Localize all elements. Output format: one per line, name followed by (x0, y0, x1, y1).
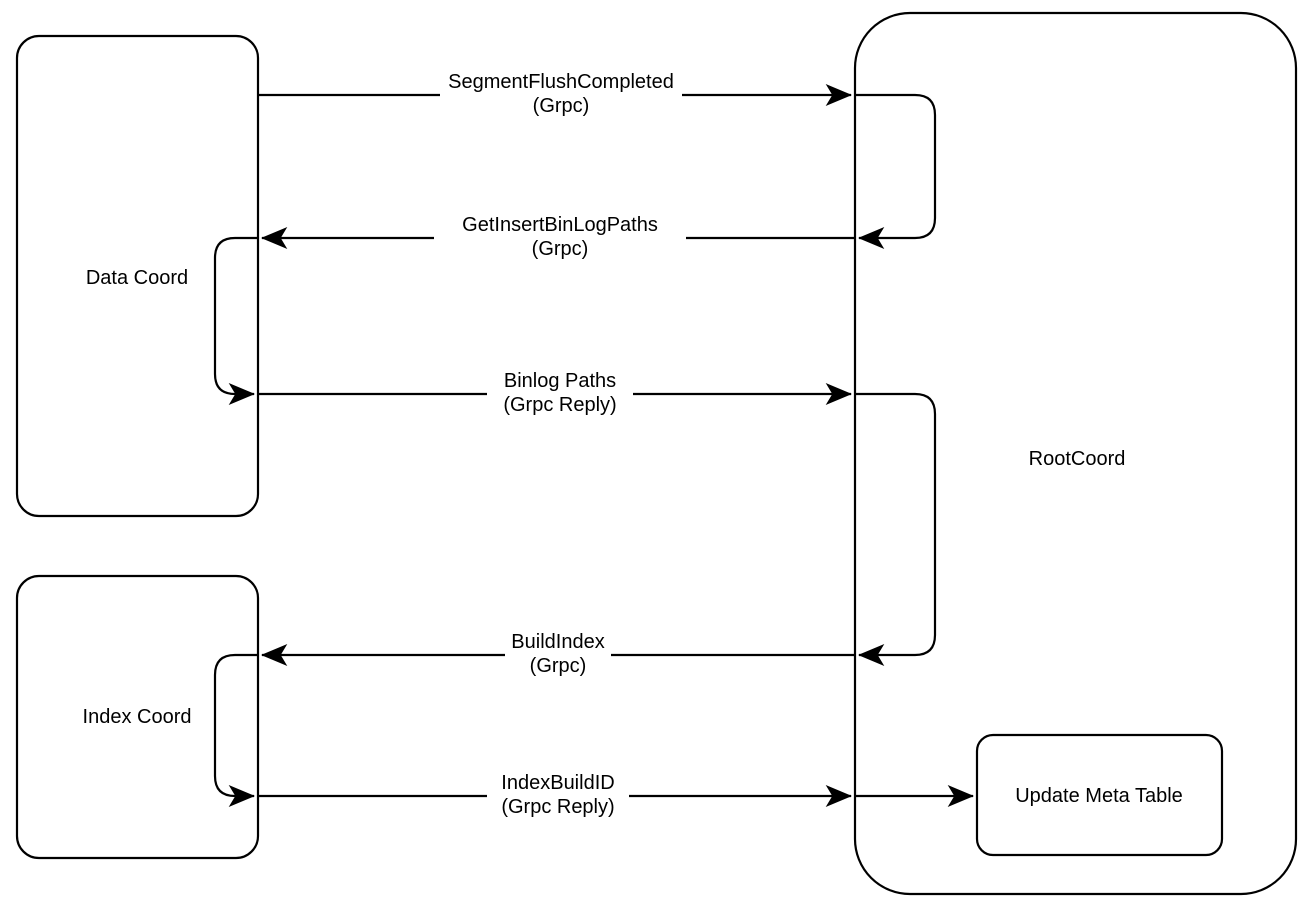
edge-label-line1: SegmentFlushCompleted (448, 71, 674, 93)
node-label-update-meta-table: Update Meta Table (1015, 784, 1183, 807)
node-label-data-coord: Data Coord (85, 266, 189, 289)
node-index-coord-shape[interactable] (15, 574, 260, 860)
edge-label-index-build-id: IndexBuildID (Grpc Reply) (499, 771, 617, 820)
data-coord-internal-loop[interactable] (213, 236, 258, 405)
index-coord-internal-loop[interactable] (213, 653, 258, 807)
edge-label-line2: (Grpc) (531, 238, 589, 261)
root-coord-internal-loop-bottom[interactable] (855, 392, 937, 666)
edge-label-line1: IndexBuildID (501, 772, 615, 794)
edge-label-line2: (Grpc Reply) (503, 394, 617, 417)
edge-label-line1: BuildIndex (511, 631, 605, 653)
edge-label-line2: (Grpc) (532, 95, 590, 118)
node-data-coord-shape[interactable] (15, 34, 260, 518)
edge-label-segment-flush-completed: SegmentFlushCompleted (Grpc) (446, 70, 676, 119)
edge-label-build-index: BuildIndex (Grpc) (509, 630, 607, 679)
edge-label-line2: (Grpc Reply) (501, 796, 615, 819)
edge-label-line2: (Grpc) (529, 655, 587, 678)
edge-label-line1: Binlog Paths (503, 370, 617, 392)
edge-label-get-insert-binlog-paths: GetInsertBinLogPaths (Grpc) (460, 213, 660, 262)
node-label-index-coord: Index Coord (82, 705, 192, 728)
edge-label-line1: GetInsertBinLogPaths (462, 214, 658, 236)
edge-label-binlog-paths: Binlog Paths (Grpc Reply) (501, 369, 619, 418)
node-update-meta-table-shape[interactable] (975, 733, 1224, 857)
root-coord-internal-loop-top[interactable] (855, 93, 937, 249)
node-root-coord-shape[interactable] (853, 11, 1298, 896)
node-label-root-coord: RootCoord (1028, 447, 1126, 470)
